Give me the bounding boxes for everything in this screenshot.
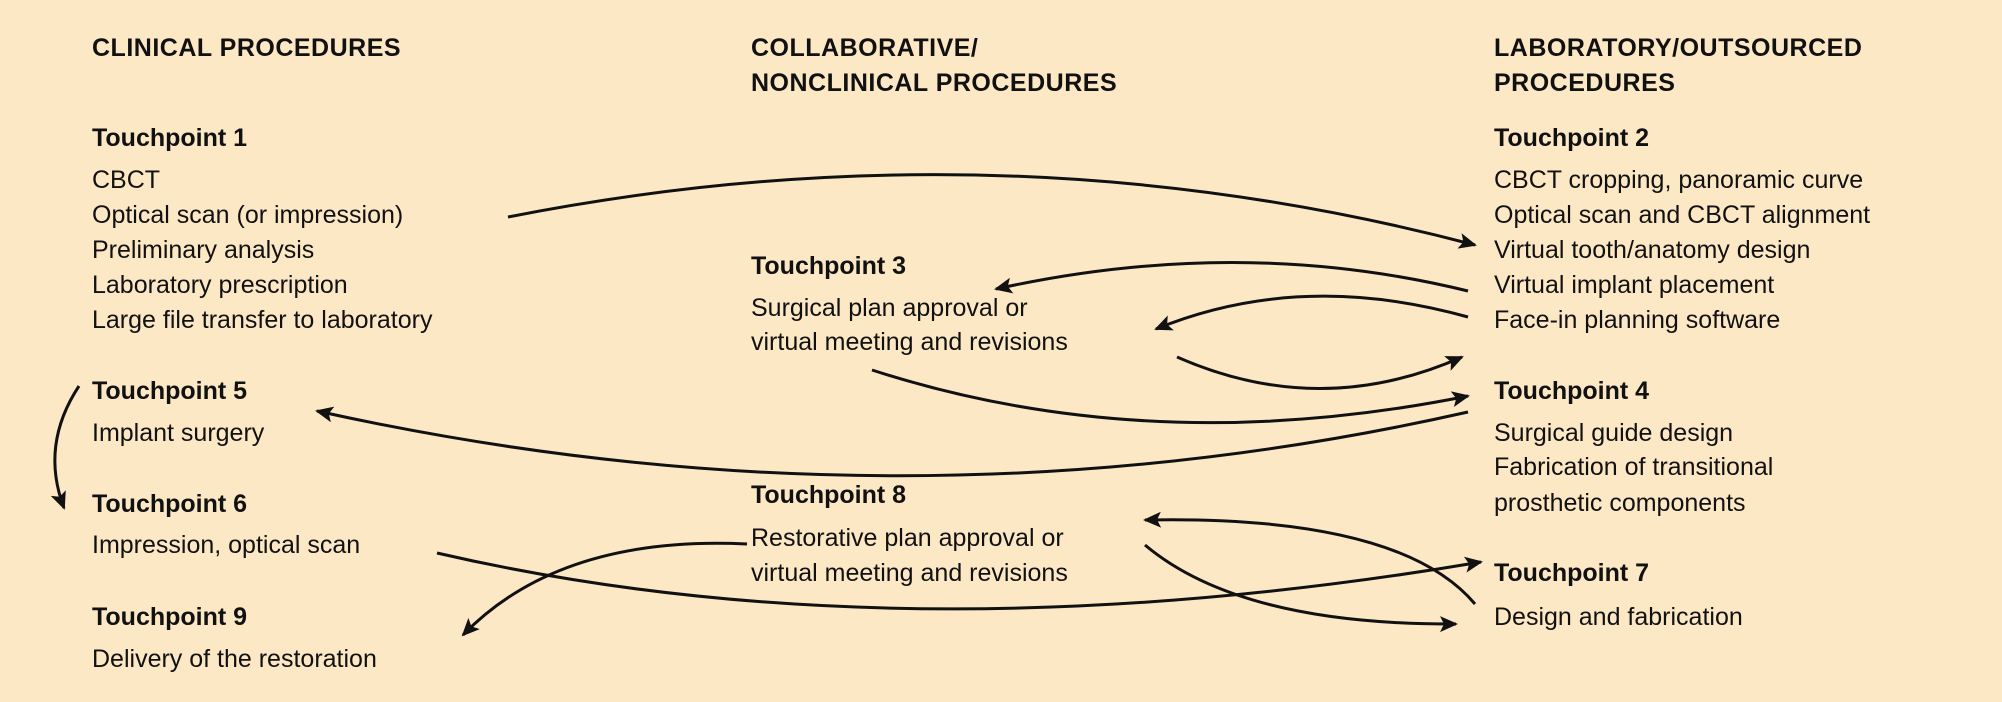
touchpoint-5-item: Implant surgery xyxy=(92,419,265,447)
arrow-tp6-to-tp7 xyxy=(436,551,1483,611)
touchpoint-1-item: Optical scan (or impression) xyxy=(92,201,404,229)
touchpoint-2-title: Touchpoint 2 xyxy=(1494,124,1650,152)
arrow-tp8-to-tp7 xyxy=(1144,543,1458,633)
touchpoint-9-title: Touchpoint 9 xyxy=(92,603,248,631)
touchpoint-9-item: Delivery of the restoration xyxy=(92,645,377,673)
touchpoint-5-title: Touchpoint 5 xyxy=(92,377,248,405)
touchpoint-4-item: prosthetic components xyxy=(1494,489,1746,517)
arrow-tp3-to-tp2 xyxy=(1176,355,1464,390)
touchpoint-2-item: Virtual tooth/anatomy design xyxy=(1494,236,1811,264)
column-header-collaborative-line2: NONCLINICAL PROCEDURES xyxy=(751,69,1118,97)
touchpoint-4-title: Touchpoint 4 xyxy=(1494,377,1650,405)
column-header-collaborative-line1: COLLABORATIVE/ xyxy=(751,34,979,62)
touchpoint-2-item: Virtual implant placement xyxy=(1494,271,1775,299)
touchpoint-8-item: Restorative plan approval or xyxy=(751,524,1064,552)
touchpoint-1-item: CBCT xyxy=(92,166,161,194)
touchpoint-2-item: Face-in planning software xyxy=(1494,306,1781,334)
arrow-tp8-to-tp9 xyxy=(461,541,748,637)
touchpoint-8-title: Touchpoint 8 xyxy=(751,481,907,509)
touchpoint-6-item: Impression, optical scan xyxy=(92,531,361,559)
touchpoint-1-item: Laboratory prescription xyxy=(92,271,348,299)
touchpoint-4-item: Fabrication of transitional xyxy=(1494,453,1774,481)
touchpoint-6-title: Touchpoint 6 xyxy=(92,490,248,518)
touchpoint-1-title: Touchpoint 1 xyxy=(92,124,248,152)
touchpoint-4-item: Surgical guide design xyxy=(1494,419,1734,447)
arrow-tp2-to-tp3 xyxy=(994,261,1469,294)
column-header-clinical: CLINICAL PROCEDURES xyxy=(92,34,402,62)
touchpoint-3-item: Surgical plan approval or xyxy=(751,294,1028,322)
touchpoint-7-item: Design and fabrication xyxy=(1494,603,1743,631)
arrow-tp1-to-tp2 xyxy=(507,173,1477,249)
touchpoint-1-item: Large file transfer to laboratory xyxy=(92,306,433,334)
touchpoint-3-item: virtual meeting and revisions xyxy=(751,328,1068,356)
touchpoint-2-item: Optical scan and CBCT alignment xyxy=(1494,201,1871,229)
touchpoint-1-item: Preliminary analysis xyxy=(92,236,315,264)
touchpoint-2-item: CBCT cropping, panoramic curve xyxy=(1494,166,1864,194)
touchpoint-3-title: Touchpoint 3 xyxy=(751,252,907,280)
touchpoint-7-title: Touchpoint 7 xyxy=(1494,559,1650,587)
arrow-tp7-to-tp8 xyxy=(1143,511,1477,605)
column-header-laboratory-line2: PROCEDURES xyxy=(1494,69,1676,97)
column-header-laboratory-line1: LABORATORY/OUTSOURCED xyxy=(1494,34,1863,62)
arrow-tp5-to-tp6 xyxy=(50,385,81,510)
arrow-tp2-to-tp3-revisions xyxy=(1154,294,1469,331)
arrow-tp3-to-tp4 xyxy=(871,368,1470,425)
touchpoint-8-item: virtual meeting and revisions xyxy=(751,559,1068,587)
arrow-tp4-to-tp5 xyxy=(315,406,1469,478)
